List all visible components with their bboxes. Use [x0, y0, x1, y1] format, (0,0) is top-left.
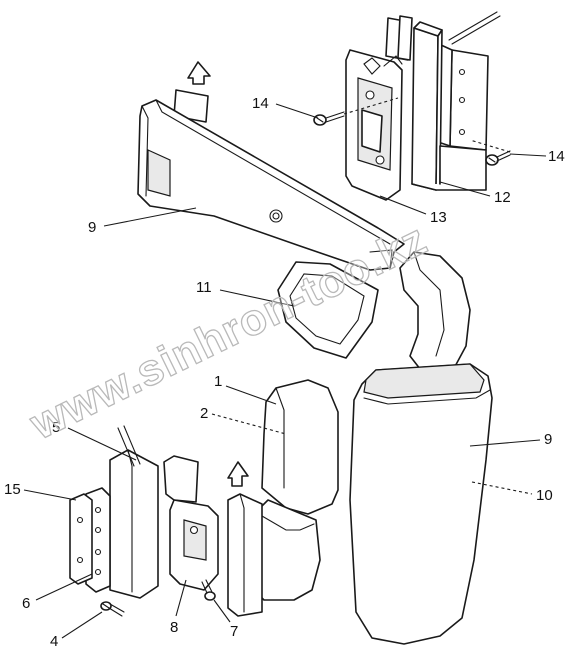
callout-8: 8 — [170, 619, 178, 636]
callout-5: 5 — [52, 419, 60, 436]
spring-plate-hole-top — [365, 90, 375, 100]
rear-plate-hole-3 — [458, 128, 466, 136]
spring-wire-part-5 — [117, 425, 141, 467]
screw-path-right — [469, 139, 511, 153]
upper-arm-recess — [147, 149, 171, 197]
callout-labels: 14 14 12 13 9 11 1 2 5 15 6 4 8 7 9 10 — [4, 95, 565, 650]
leader-12 — [439, 181, 491, 197]
lower-arm-body — [349, 363, 493, 645]
upper-arm-pivot-hole — [269, 209, 283, 223]
rear-plate-hole-1 — [458, 68, 466, 76]
mounting-block-base — [411, 145, 487, 191]
callout-7: 7 — [230, 623, 238, 640]
curved-cover-upper — [261, 379, 339, 515]
spring-plate-tab — [363, 57, 381, 75]
leader-lines — [23, 103, 547, 639]
mid-plate-part-5 — [109, 449, 159, 599]
rear-plate-hole-2 — [458, 96, 466, 104]
leader-10 — [471, 481, 533, 495]
cable-edge — [448, 11, 498, 41]
plate-15-hole-2 — [76, 556, 84, 564]
leader-4 — [61, 611, 103, 639]
leader-6 — [35, 573, 93, 601]
bracket-plate-right-edge — [239, 493, 245, 613]
spring-bracket-hole — [189, 525, 199, 535]
callout-1: 1 — [214, 373, 222, 390]
callout-6: 6 — [22, 595, 30, 612]
direction-arrow-top — [187, 61, 211, 85]
upper-arm-ridge — [155, 99, 391, 245]
spring-plate-hole-bottom — [375, 155, 385, 165]
upper-arm-body — [137, 99, 405, 271]
armrest-upper-part-9 — [137, 61, 405, 271]
callout-14-left: 14 — [252, 95, 269, 112]
elbow-joint-crease — [413, 251, 445, 357]
pivot-cover-part-11 — [277, 261, 379, 359]
hinge-plate-assembly — [69, 425, 263, 617]
spring-plate-clip — [383, 55, 403, 67]
mounting-block-front — [411, 27, 439, 191]
callout-11: 11 — [196, 279, 212, 296]
leader-9-lower — [469, 439, 541, 447]
curved-cover-crease — [275, 387, 285, 489]
leader-14-left — [275, 103, 319, 119]
plate-part-15 — [69, 493, 93, 585]
leader-15 — [23, 489, 77, 501]
callout-10: 10 — [536, 487, 553, 504]
leader-13 — [379, 195, 427, 215]
leader-14-right — [509, 153, 547, 157]
curved-cover-lower-seam — [261, 515, 315, 531]
callout-9-lower: 9 — [544, 431, 552, 448]
screw-part-4 — [100, 601, 125, 617]
leader-1 — [225, 385, 277, 405]
pivot-cover-inner — [289, 273, 365, 345]
upper-arm-clip — [173, 89, 209, 123]
upper-arm-pivot-inner — [272, 212, 280, 220]
leader-11 — [219, 289, 295, 307]
callout-15: 15 — [4, 481, 21, 498]
callout-13: 13 — [430, 209, 447, 226]
leader-9-upper — [103, 207, 197, 227]
screw-part-14-left — [313, 111, 345, 126]
cable — [451, 15, 501, 45]
back-post-right — [397, 15, 413, 61]
callout-2: 2 — [200, 405, 208, 422]
callout-4: 4 — [50, 633, 58, 650]
lower-arm-seam — [363, 389, 491, 405]
leader-7 — [213, 599, 231, 623]
plate-6-hole-1 — [94, 506, 102, 514]
bracket-plate-right — [227, 493, 263, 617]
plate-6-hole-4 — [94, 568, 102, 576]
mounting-bracket-assembly — [313, 11, 511, 201]
u-bracket-top — [163, 455, 199, 503]
armrest-lower-part-9 — [349, 363, 493, 645]
spring-plate-window — [361, 109, 383, 153]
pivot-cover-plate — [277, 261, 379, 359]
callout-9-upper: 9 — [88, 219, 96, 236]
screw-part-7 — [201, 579, 216, 601]
callout-12: 12 — [494, 189, 511, 206]
upper-arm-end-cap — [369, 249, 393, 269]
rear-plate-part-12 — [449, 49, 489, 151]
plate-6-hole-3 — [94, 548, 102, 556]
screw-part-14-right — [485, 150, 511, 166]
plate-15-hole-1 — [76, 516, 84, 524]
curved-cover-parts-1-2 — [249, 379, 339, 601]
upper-arm-front-edge — [141, 105, 149, 197]
leader-2 — [211, 413, 287, 435]
leader-5 — [67, 427, 137, 461]
lower-arm-top — [363, 363, 485, 399]
leader-8 — [175, 579, 187, 617]
direction-arrow-bottom — [227, 461, 249, 487]
spring-bracket-window — [183, 519, 207, 561]
plate-6-hole-2 — [94, 526, 102, 534]
callout-14-right: 14 — [548, 148, 565, 165]
